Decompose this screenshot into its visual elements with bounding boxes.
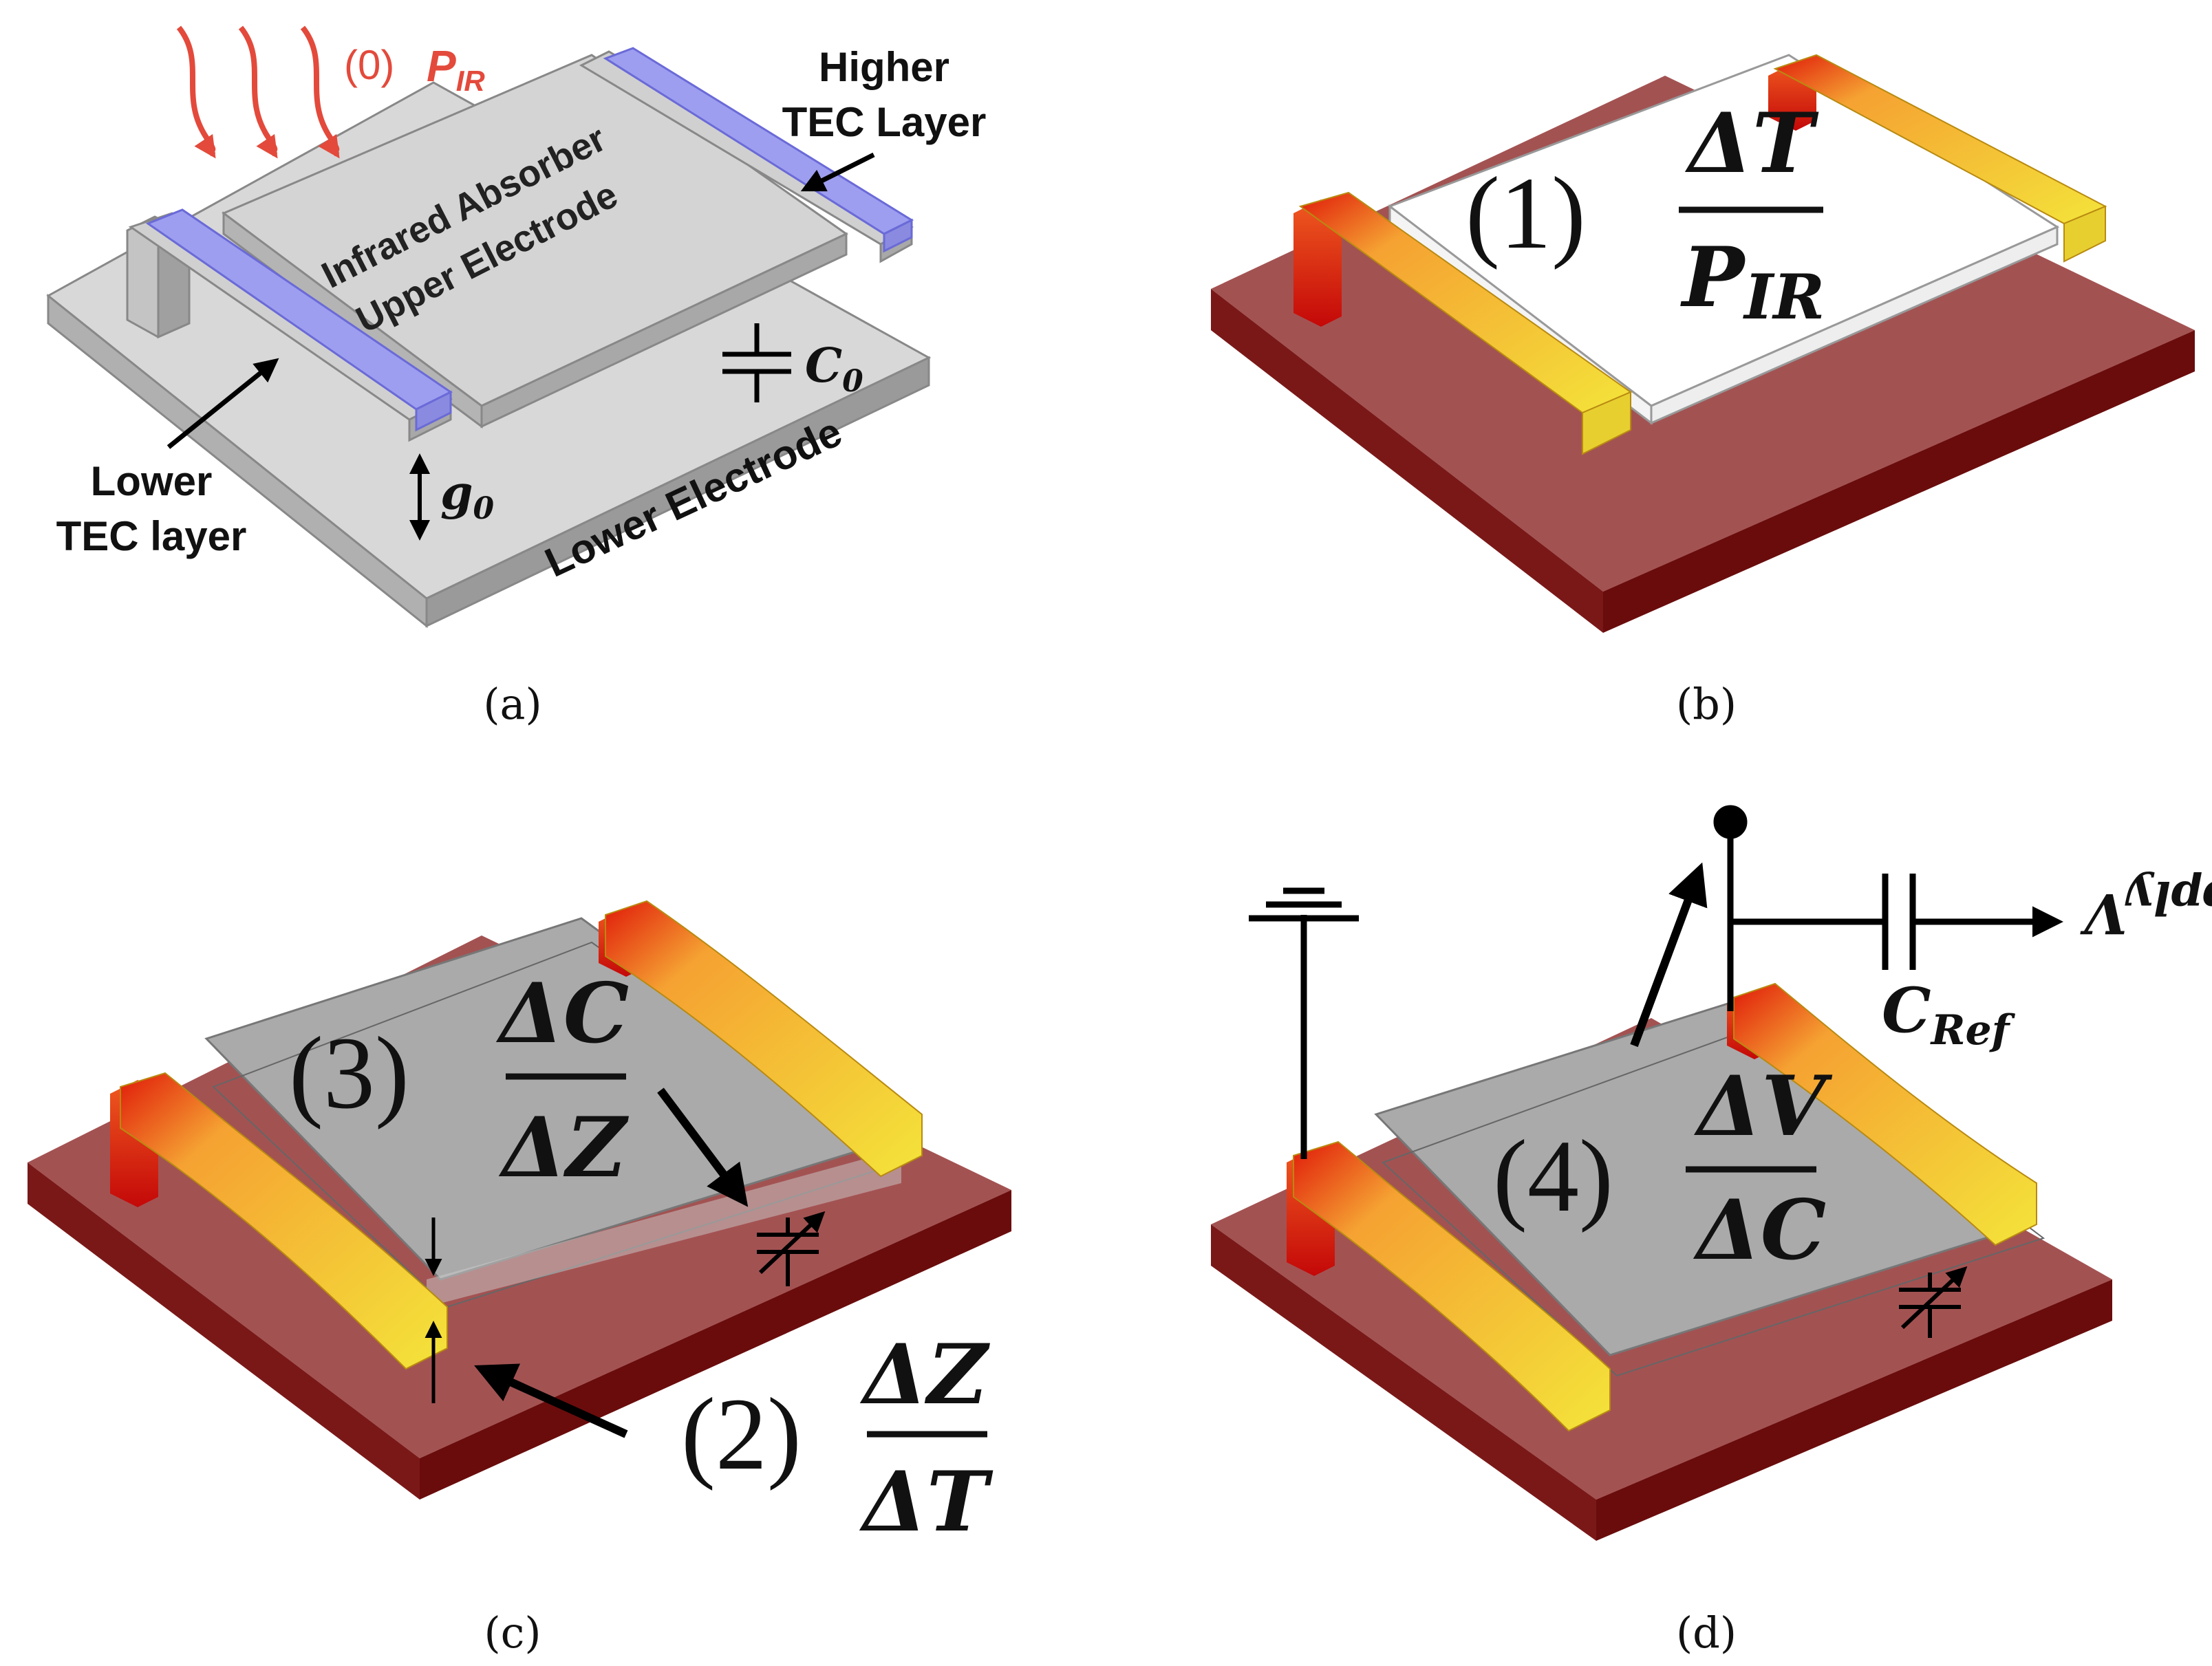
vsupply-label: SupplyV	[2080, 871, 2212, 946]
dc-denominator-d: ΔC	[1693, 1182, 1827, 1279]
step-3-label: (3)	[289, 1016, 409, 1130]
caption-a: (a)	[483, 679, 541, 729]
dz-numerator-c2: ΔZ	[860, 1326, 991, 1423]
panel-a: (0) PIR Higher TEC Layer Infrared Absorb…	[46, 25, 987, 629]
lower-tec-label-1: Lower	[91, 458, 213, 504]
dc-numerator-c: ΔC	[496, 965, 630, 1062]
step-1-label: (1)	[1465, 156, 1586, 270]
caption-d: (d)	[1676, 1608, 1737, 1658]
absorber-plate	[222, 54, 848, 429]
caption-b: (b)	[1676, 679, 1737, 729]
lower-tec-pointer	[167, 358, 279, 449]
higher-tec-label-2: TEC Layer	[782, 99, 987, 145]
ir-radiation-arrows	[176, 25, 340, 159]
tec-bending-arrow	[474, 1363, 628, 1438]
lower-tec-beam	[128, 208, 453, 442]
tec-beam-right-b	[1768, 54, 2107, 263]
c0-capacitor-symbol	[722, 323, 791, 402]
tec-beam-right-c	[599, 900, 923, 1178]
tec-beam-left-c	[110, 1072, 448, 1370]
panel-d: CRef SupplyV (4) ΔV ΔC	[1211, 805, 2212, 1541]
voltage-output-arrow	[1630, 862, 1708, 1048]
tec-beam-left-d	[1287, 1140, 1611, 1432]
c0-label: C0	[805, 338, 863, 399]
step-0-label: (0)	[344, 42, 394, 88]
tec-beam-right-d	[1727, 982, 2037, 1246]
caption-c: (c)	[484, 1608, 541, 1658]
plate-deflection-arrow	[657, 1088, 749, 1207]
dt-denominator-c2: ΔT	[859, 1453, 994, 1550]
pir-denominator-b: PIR	[1680, 229, 1825, 334]
step-2-label: (2)	[681, 1377, 802, 1491]
ground-symbol	[1249, 887, 1359, 1159]
higher-tec-label-1: Higher	[819, 44, 949, 90]
higher-tec-pointer	[800, 152, 875, 192]
lower-tec-label-2: TEC layer	[56, 513, 247, 559]
dz-denominator-c: ΔZ	[499, 1099, 630, 1196]
dt-numerator-b: ΔT	[1685, 95, 1819, 192]
higher-tec-beam	[579, 47, 914, 263]
p-ir-label: PIR	[427, 41, 485, 97]
panel-c: (3) ΔC ΔZ (2) ΔZ ΔT	[28, 900, 1011, 1550]
panel-b: (1) ΔT PIR	[1211, 54, 2195, 633]
g0-label: g0	[440, 466, 495, 526]
cref-label: CRef	[1882, 974, 2016, 1054]
variable-capacitor-c	[757, 1211, 826, 1286]
tec-beam-left-b	[1293, 191, 1633, 455]
variable-capacitor-d	[1899, 1266, 1968, 1338]
step-4-label: (4)	[1493, 1119, 1613, 1233]
output-node	[1713, 805, 2063, 1011]
dv-numerator-d: ΔV	[1694, 1058, 1833, 1155]
